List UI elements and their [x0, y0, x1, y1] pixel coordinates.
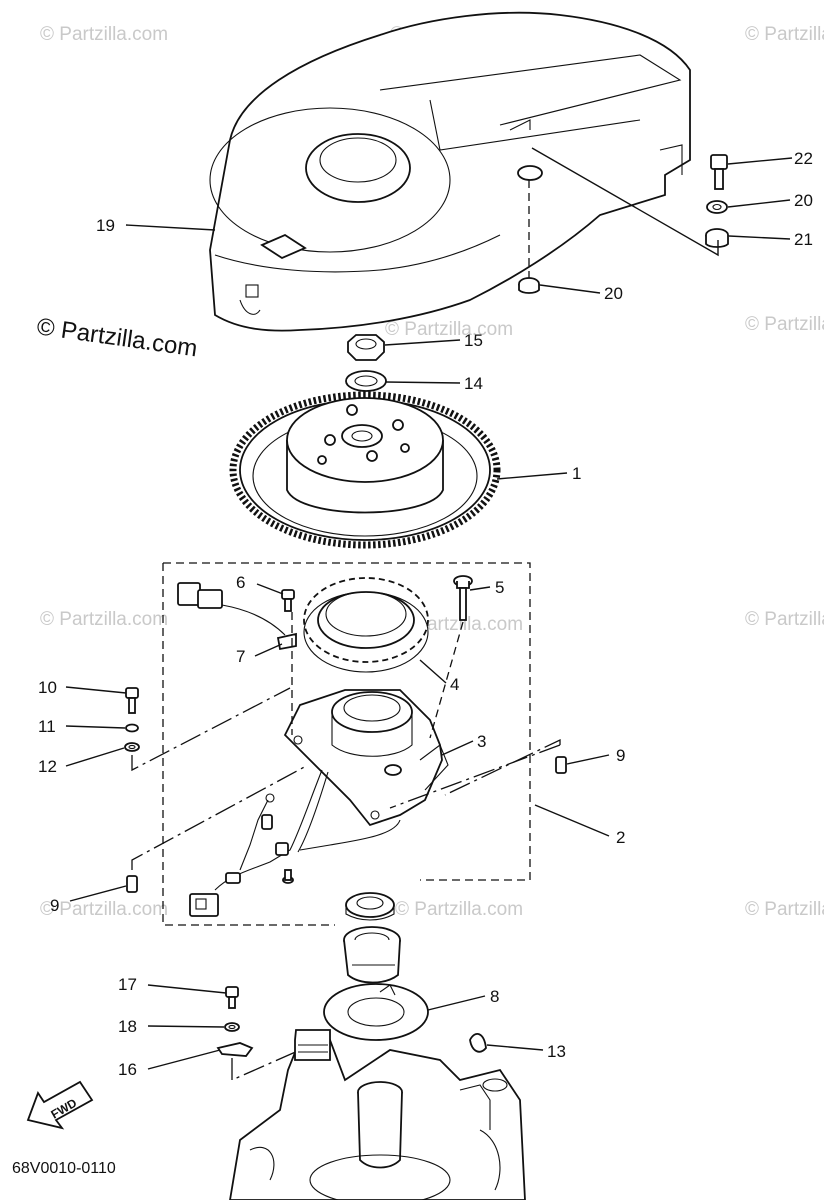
callout-18: 18 [118, 1017, 137, 1036]
bolt-part-22 [710, 154, 728, 190]
callout-16: 16 [118, 1060, 137, 1079]
callout-7: 7 [236, 647, 245, 666]
fwd-direction-arrow: FWD [26, 1080, 94, 1130]
washer-part-20-top [706, 200, 728, 214]
nut-part-15 [347, 334, 385, 361]
callout-12: 12 [38, 757, 57, 776]
collar-lower [343, 926, 401, 984]
callout-6: 6 [236, 573, 245, 592]
watermark: © Partzilla.com [40, 24, 168, 45]
watermark: © Partzilla.com [745, 24, 824, 45]
watermark: © Partzilla.com [385, 319, 513, 340]
watermark: © Partzilla.com [745, 899, 824, 920]
assembly-boundary [162, 563, 335, 926]
screw-part-17 [225, 986, 239, 1009]
callout-17: 17 [118, 975, 137, 994]
lead-wire [221, 604, 286, 636]
washer-part-20-bottom [518, 277, 540, 294]
callout-10: 10 [38, 678, 57, 697]
callout-14: 14 [464, 374, 483, 393]
callout-9: 9 [616, 746, 625, 765]
guide-line [389, 744, 561, 809]
nut-lower [345, 892, 395, 921]
connector-top [177, 582, 223, 609]
watermark: © Partzilla.com [745, 609, 824, 630]
bolt-part-5 [453, 575, 473, 621]
callout-20: 20 [794, 191, 813, 210]
callout-8: 8 [490, 987, 499, 1006]
flywheel-part-1 [229, 391, 501, 549]
guide-line [131, 764, 309, 870]
washer-part-14 [345, 370, 387, 392]
leader-lines [65, 157, 793, 1070]
callout-2: 2 [616, 828, 625, 847]
drawing-code: 68V0010-0110 [12, 1160, 116, 1177]
callout-11: 11 [38, 717, 56, 736]
washer-part-18 [224, 1022, 240, 1032]
flywheel-cover-part-19 [209, 11, 691, 332]
callout-15: 15 [464, 331, 483, 350]
guide-line [231, 1049, 301, 1081]
key-part-13 [469, 1033, 487, 1053]
callout-4: 4 [450, 675, 459, 694]
callout-5: 5 [495, 578, 504, 597]
engine-block [229, 1029, 526, 1200]
watermark: © Partzilla.com [40, 609, 168, 630]
wiring-harness [189, 769, 401, 917]
callout-22: 22 [794, 149, 813, 168]
stator-part-4 [303, 577, 429, 673]
partzilla-watermark: © Partzilla.com [35, 313, 199, 362]
callout-1: 1 [572, 464, 581, 483]
assembly-boundary [163, 562, 531, 881]
bolt-part-10 [125, 687, 139, 714]
grommet-part-21 [705, 228, 729, 248]
washer-part-12 [124, 742, 140, 752]
guide-line [131, 687, 291, 772]
callout-9: 9 [50, 896, 59, 915]
bracket-part-16 [216, 1042, 254, 1057]
plate-part-8 [323, 983, 429, 1041]
guide-line [429, 621, 464, 739]
callout-13: 13 [547, 1042, 566, 1061]
dowel-part-9-left [126, 875, 138, 893]
watermark-layer: © Partzilla.com © Partzilla.com © Partzi… [40, 24, 824, 920]
washer-part-11 [125, 723, 139, 733]
base-plate-part-3 [283, 689, 449, 827]
watermark: © Partzilla.com [40, 899, 168, 920]
guide-line [444, 738, 561, 796]
callout-3: 3 [477, 732, 486, 751]
callout-21: 21 [794, 230, 813, 249]
watermark: © Partzilla.com [745, 314, 824, 335]
dowel-part-9-right [555, 756, 567, 774]
watermark: © Partzilla.com [395, 899, 523, 920]
callout-20: 20 [604, 284, 623, 303]
clamp-part-7 [276, 632, 297, 651]
callouts: 19 22 20 21 20 15 14 1 6 5 7 4 3 10 11 1… [38, 149, 813, 1079]
screw-part-6 [281, 589, 295, 612]
guide-line [531, 147, 719, 257]
callout-19: 19 [96, 216, 115, 235]
